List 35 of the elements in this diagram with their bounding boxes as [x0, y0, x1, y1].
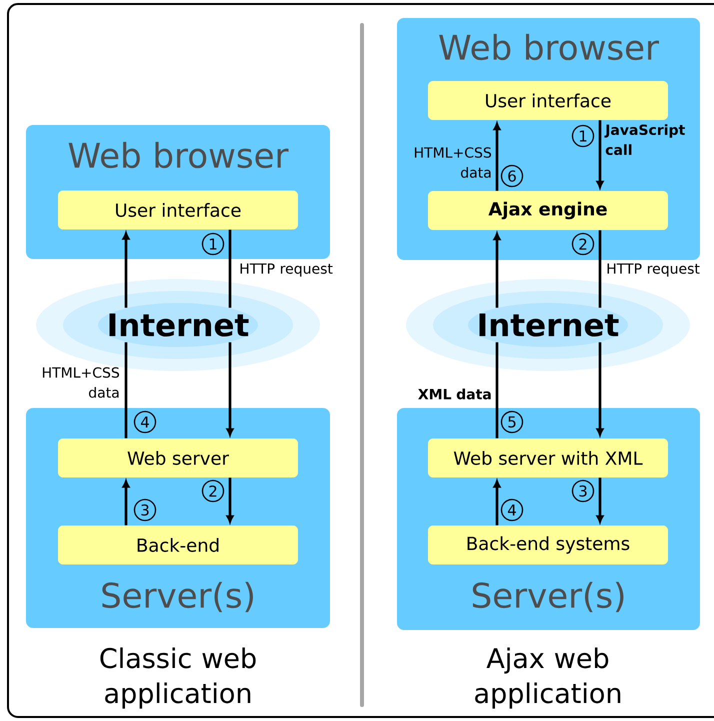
- arrow: [122, 480, 130, 526]
- item-box: Web server: [58, 438, 298, 478]
- item-box: Web server with XML: [428, 438, 668, 478]
- step-number: 3: [134, 498, 156, 522]
- step-number: 2: [572, 232, 594, 256]
- step-number: 4: [500, 498, 524, 522]
- arrow: [596, 478, 604, 523]
- step-number: 3: [572, 480, 594, 502]
- arrow: [596, 120, 604, 188]
- step-number: 2: [202, 480, 224, 502]
- arrow: [122, 232, 130, 308]
- caption: Ajax web application: [475, 647, 620, 709]
- step-number: 1: [202, 232, 224, 256]
- item-box: User interface: [58, 190, 298, 230]
- arrow: [226, 478, 234, 523]
- internet-cloud: Internet: [406, 279, 690, 371]
- caption: Classic web application: [100, 647, 256, 709]
- step-number: 5: [500, 410, 524, 434]
- arrow: [493, 122, 501, 191]
- arrow: [226, 342, 234, 436]
- arrow: [493, 480, 501, 526]
- item-box: Back-end systems: [428, 526, 668, 564]
- step-number: 4: [134, 410, 156, 434]
- item-box: Back-end: [58, 526, 298, 564]
- edge-label: JavaScript call: [604, 124, 685, 156]
- step-number: 6: [500, 164, 524, 188]
- edge-label: HTTP request: [240, 263, 333, 277]
- item-box: Ajax engine: [428, 191, 668, 230]
- edge-label: HTTP request: [608, 263, 700, 277]
- arrow: [596, 342, 604, 436]
- arrow: [493, 232, 501, 308]
- edge-label: XML data: [418, 388, 491, 400]
- step-number: 1: [572, 124, 594, 148]
- edge-label: HTML+CSS data: [414, 147, 492, 178]
- item-box: User interface: [428, 81, 668, 120]
